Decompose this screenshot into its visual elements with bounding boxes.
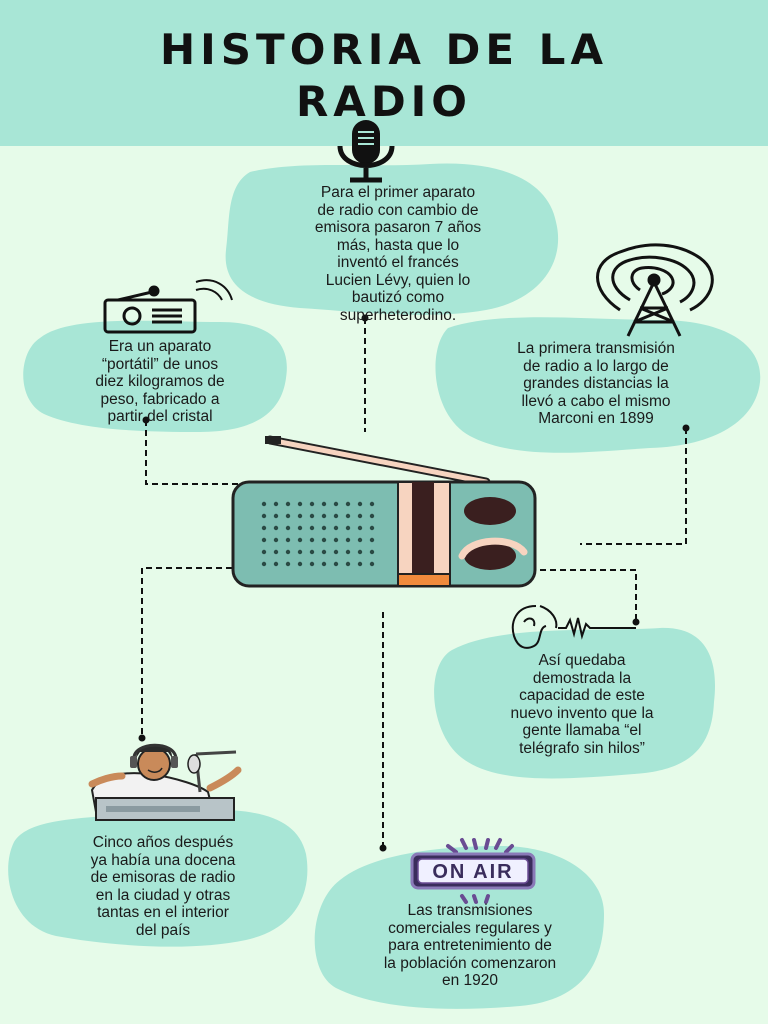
blob-telegrafo [434,627,716,779]
text-line: partir del cristal [107,408,213,425]
text-line: Para el primer aparato [320,184,476,201]
blob-marconi [435,317,761,453]
dot [138,734,146,742]
ear-icon [511,605,636,649]
text-line: telégrafo sin hilos” [519,739,645,757]
dot [682,424,690,432]
text-telegrafo: Así quedaba demostrada la capacidad de e… [462,652,702,757]
text-line: Cinco años después [92,834,234,851]
text-line: bautizó como [351,289,445,306]
text-line: del país [135,921,191,939]
text-line: de radio con cambio de [317,201,479,219]
radio-icon [103,279,233,334]
connector-emisoras [141,567,232,738]
text-emisoras: Cinco años después ya había una docena d… [38,834,288,939]
header-band [0,0,768,146]
blob-portatil [23,320,287,432]
text-line: diez kilogramos de [95,373,225,390]
text-line: demostrada la [532,669,632,687]
blob-emisoras [8,809,308,947]
text-line: grandes distancias la [523,375,669,392]
text-line: llevó a cabo el mismo [521,392,671,410]
blob-superheterodino [225,163,559,315]
text-line: “portátil” de unos [101,355,219,373]
text-line: ya había una docena [90,851,236,869]
text-line: Marconi en 1899 [538,410,654,427]
dot [361,314,369,322]
microphone-icon [337,120,395,183]
connector-telegrafo [540,569,637,622]
connector-marconi [580,428,687,545]
text-line: para entretenimiento de [388,937,552,954]
broadcast-tower-icon [596,243,714,337]
title-line-1: HISTORIA DE LA [160,25,608,74]
text-superheterodino: Para el primer aparato de radio con camb… [248,184,548,324]
text-line: en la ciudad y otras [95,886,231,904]
text-portatil: Era un aparato “portátil” de unos diez k… [40,338,280,426]
text-line: nuevo invento que la [510,704,654,722]
page-title: HISTORIA DE LA RADIO [0,24,768,128]
text-line: comerciales regulares y [388,919,552,937]
text-line: Era un aparato [108,338,212,355]
text-line: Lucien Lévy, quien lo [325,271,471,289]
text-line: Las transmisiones [407,902,533,919]
radio-host-icon [88,743,242,821]
title-line-2: RADIO [295,77,473,126]
text-line: Así quedaba [538,652,626,669]
on-air-label: ON AIR [432,861,513,883]
text-line: más, hasta que lo [336,236,460,254]
text-comerciales: Las transmisiones comerciales regulares … [330,902,610,990]
text-line: tantas en el interior [97,904,229,921]
text-line: peso, fabricado a [100,390,220,408]
text-line: de emisoras de radio [90,869,236,886]
connector-dots [138,314,690,852]
dot [632,618,640,626]
connector-lines [141,318,687,848]
text-line: de radio a lo largo de [523,357,669,375]
text-line: gente llamaba “el [522,722,642,739]
dot [142,416,150,424]
text-line: La primera transmisión [517,340,675,357]
text-line: capacidad de este [519,687,645,704]
text-marconi: La primera transmisión de radio a lo lar… [456,340,736,428]
on-air-sign-icon: ON AIR [410,838,536,904]
dot [379,844,387,852]
text-line: inventó el francés [337,254,459,271]
vintage-radio-icon [231,435,537,588]
text-line: la población comenzaron [383,954,557,972]
text-line: en 1920 [441,972,499,989]
speaker-grille [261,501,375,567]
text-line: superheterodino. [339,306,457,324]
connector-portatil [145,420,238,485]
text-line: emisora pasaron 7 años [314,219,482,236]
